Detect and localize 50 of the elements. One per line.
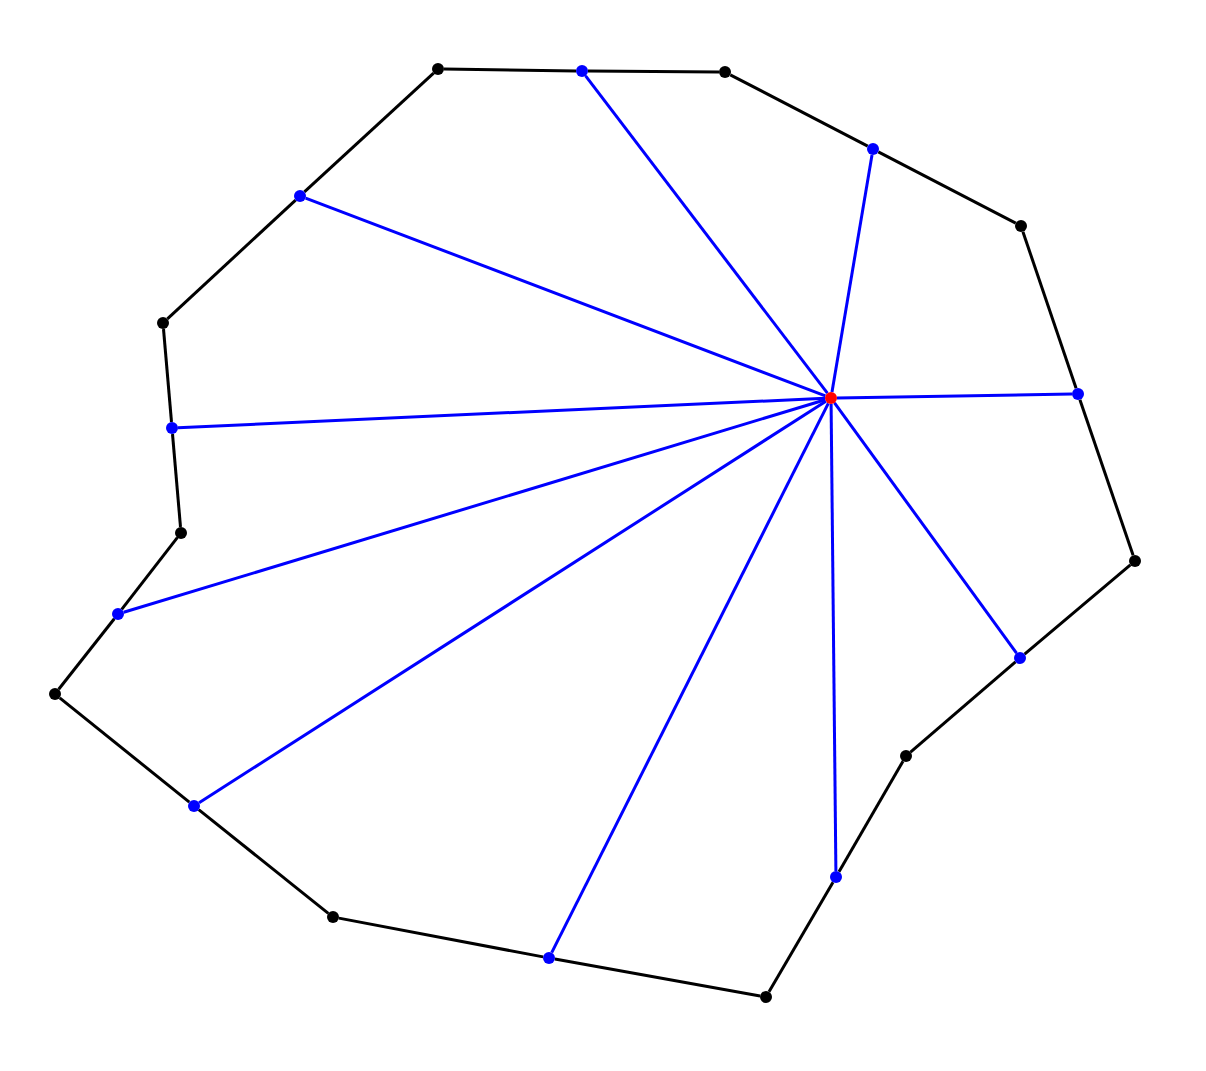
line-segment [909,660,1017,754]
midpoint-dot [294,190,306,202]
midpoint-dot [867,143,879,155]
vertex-dot [1015,220,1027,232]
line-segment [303,72,435,193]
line-segment [57,617,116,691]
line-segment [550,402,830,954]
vertex-dot [432,63,444,75]
line-segment [1078,399,1135,556]
line-segment [837,760,905,873]
midpoint-dot [1014,652,1026,664]
vertex-dot [49,688,61,700]
line-segment [1021,231,1078,389]
line-segment [836,392,1073,400]
line-segment [162,328,173,423]
line-segment [58,696,191,804]
line-segment [588,69,719,74]
line-segment [830,154,874,393]
midpoint-dot [112,608,124,620]
midpoint-dot [188,800,200,812]
line-segment [338,916,544,959]
vertex-dot [719,66,731,78]
line-segment [767,881,835,993]
vertex-dot [175,527,187,539]
vertex-dot [327,911,339,923]
line-segment [729,73,869,148]
vertex-dot [760,991,772,1003]
line-segment [198,399,827,805]
line-segment [177,396,826,430]
midpoint-dot [1072,388,1084,400]
line-segment [197,808,330,915]
line-segment [554,957,761,998]
midpoint-dot [576,65,588,77]
line-segment [123,398,826,614]
midpoint-dot [830,871,842,883]
line-segment [443,67,577,73]
line-segment [584,74,829,395]
midpoint-dot [166,422,178,434]
line-segment [833,402,1018,654]
midpoint-dot [543,952,555,964]
line-segment [1023,563,1132,656]
vertex-dot [1129,555,1141,567]
line-segment [166,199,297,320]
line-segment [829,404,838,871]
vertex-dot [157,317,169,329]
line-segment [877,150,1017,225]
line-segment [120,536,179,611]
line-segment [171,433,182,528]
vertex-dot [900,750,912,762]
line-segment [305,196,826,398]
